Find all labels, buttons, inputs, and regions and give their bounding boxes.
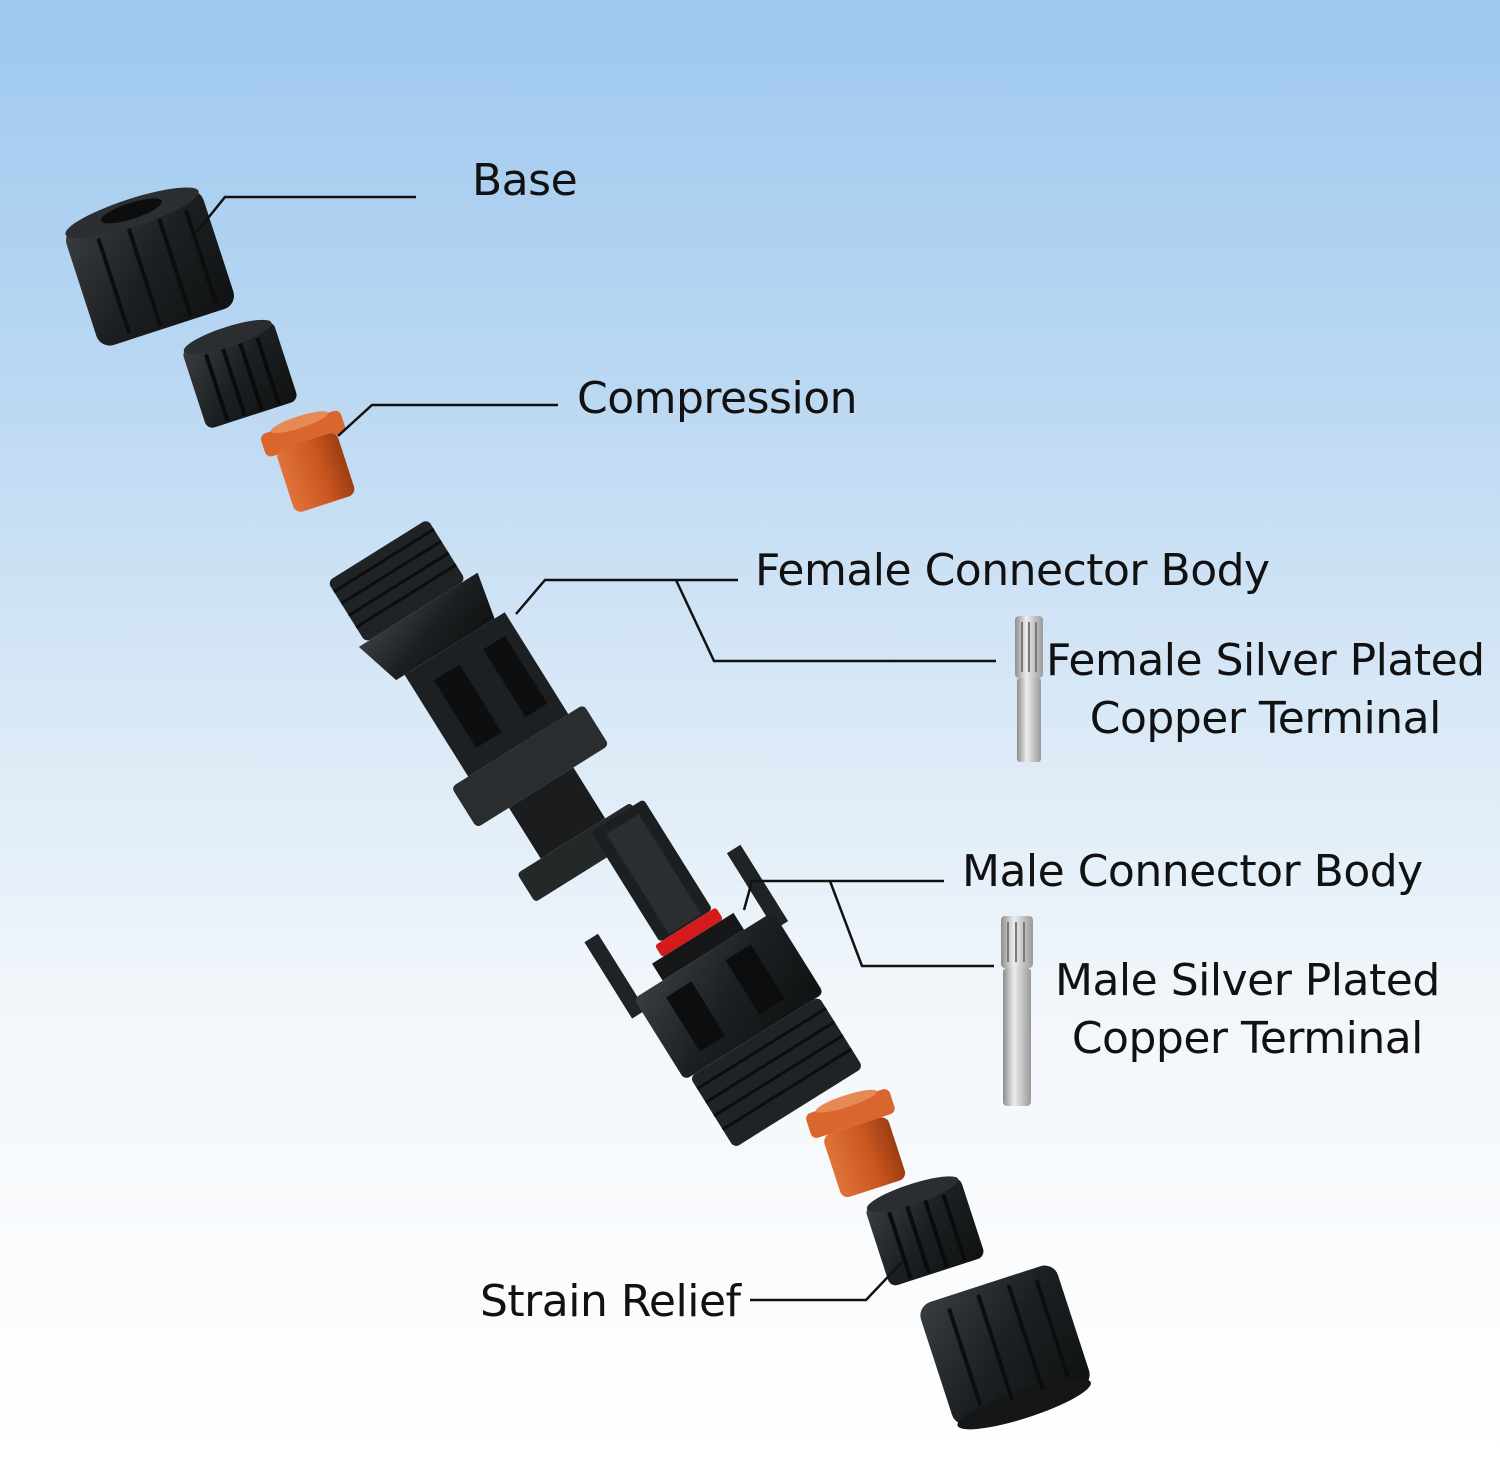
male-body-leader-line (742, 879, 944, 911)
label-base: Base (472, 155, 578, 206)
label-male-terminal: Male Silver Plated Copper Terminal (1055, 952, 1440, 1068)
female-body-leader-line (515, 578, 738, 615)
label-female-terminal: Female Silver Plated Copper Terminal (1046, 632, 1485, 748)
top-orange-seal (261, 410, 355, 512)
bottom-orange-seal (806, 1089, 906, 1198)
strain-relief-leader-line (750, 1261, 903, 1302)
label-male-terminal-line1: Male Silver Plated (1055, 955, 1440, 1006)
female-silver-terminal (1015, 616, 1043, 762)
male-connector-body (584, 800, 861, 1146)
male-terminal-leader-line (828, 880, 994, 968)
label-male-terminal-line2: Copper Terminal (1071, 1013, 1424, 1064)
top-base-nut (65, 187, 234, 346)
label-female-terminal-line2: Copper Terminal (1089, 693, 1442, 744)
male-silver-terminal (1001, 916, 1033, 1106)
bottom-clamp (866, 1176, 984, 1286)
base-leader-line (195, 195, 416, 234)
label-male-connector-body: Male Connector Body (962, 846, 1423, 897)
female-terminal-leader-line (674, 579, 996, 663)
top-clamp (183, 319, 297, 428)
compression-leader-line (337, 403, 558, 437)
label-strain-relief: Strain Relief (480, 1276, 741, 1327)
bottom-base-nut (920, 1265, 1091, 1430)
label-female-terminal-line1: Female Silver Plated (1046, 635, 1485, 686)
label-female-connector-body: Female Connector Body (755, 545, 1270, 596)
label-compression: Compression (577, 373, 858, 424)
